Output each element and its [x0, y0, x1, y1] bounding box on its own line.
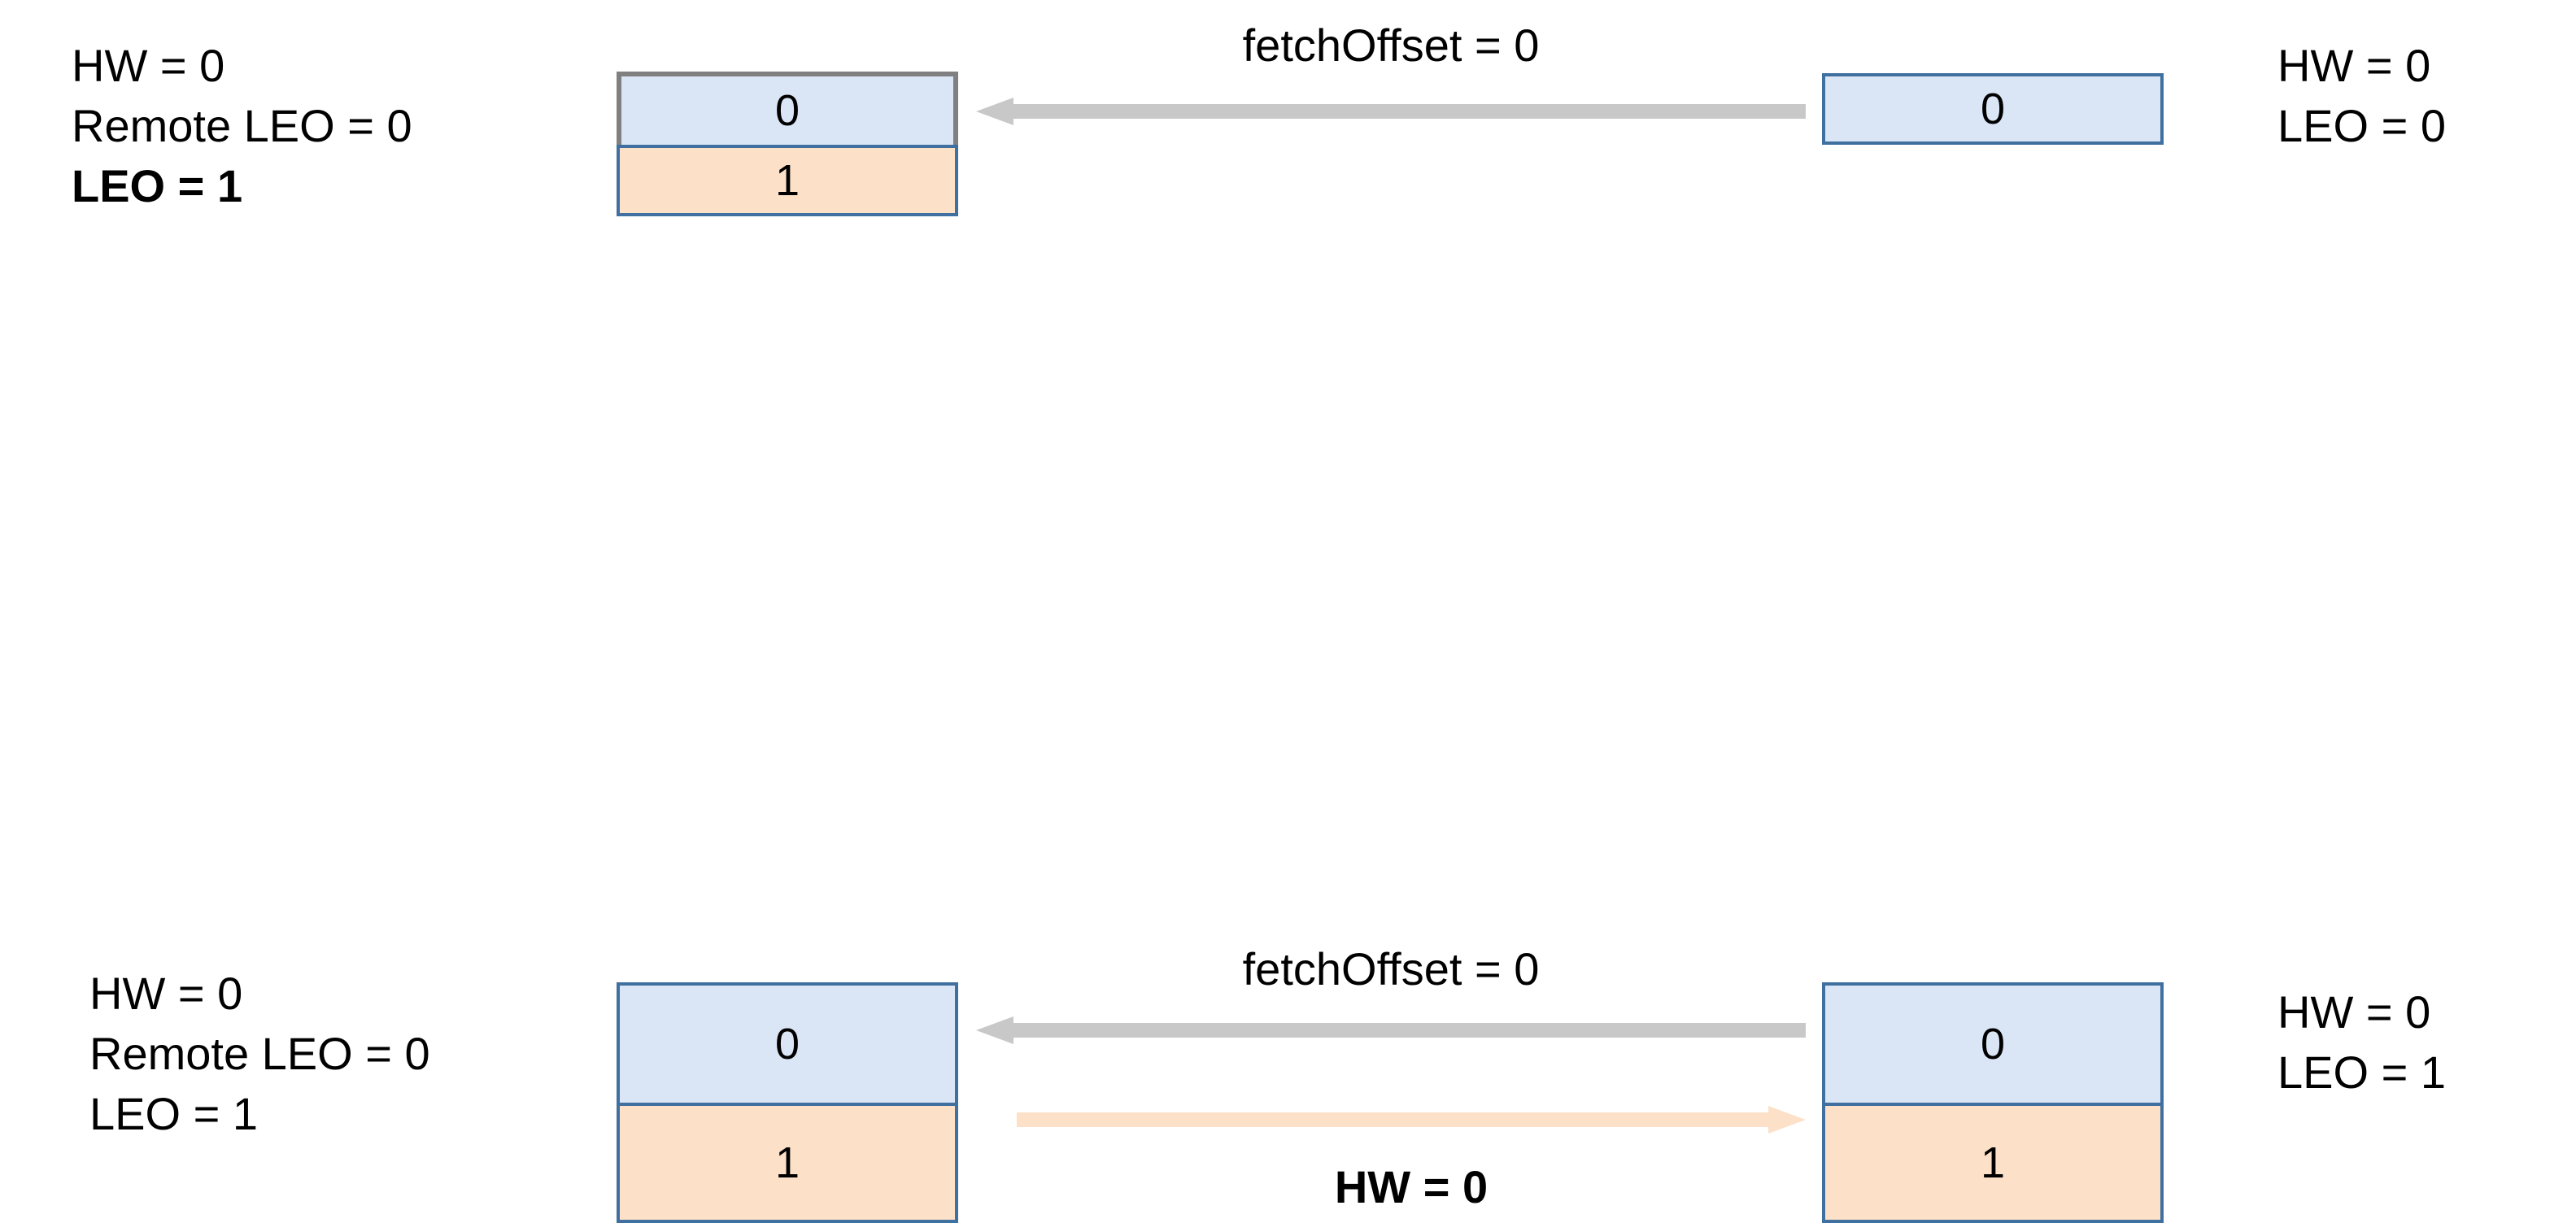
arrow-head-icon [1768, 1106, 1806, 1134]
arrow-shaft [1017, 1112, 1770, 1127]
label-leo: LEO = 1 [89, 1088, 259, 1139]
arrow-shaft [1012, 1023, 1806, 1038]
fetch-request-arrow-top [976, 98, 1806, 125]
arrow-head-icon [976, 1016, 1013, 1044]
label-hw: HW = 0 [2277, 986, 2431, 1038]
follower-state-labels-top: HW = 0 LEO = 0 [2277, 36, 2446, 156]
leader-state-labels-top: HW = 0 Remote LEO = 0 LEO = 1 [72, 36, 412, 216]
diagram-row-bottom: HW = 0 Remote LEO = 0 LEO = 1 0 1 fetchO… [0, 455, 2576, 1223]
log-cell-offset-0: 0 [617, 72, 958, 145]
log-cell-offset-0: 0 [1822, 73, 2164, 145]
leader-log-box-bottom: 0 1 [617, 982, 958, 1223]
log-cell-offset-1: 1 [617, 1103, 958, 1223]
fetch-response-arrow-bottom [1017, 1106, 1806, 1134]
log-cell-offset-0: 0 [617, 982, 958, 1103]
label-leo: LEO = 0 [2277, 100, 2447, 151]
follower-state-labels-bottom: HW = 0 LEO = 1 [2277, 982, 2446, 1103]
label-remote-leo: Remote LEO = 0 [72, 100, 412, 151]
fetch-offset-label-top: fetchOffset = 0 [1242, 20, 1540, 71]
fetch-request-arrow-bottom [976, 1016, 1806, 1044]
diagram-row-top: HW = 0 Remote LEO = 0 LEO = 1 0 1 fetchO… [0, 0, 2576, 407]
leader-log-box-top: 0 1 [617, 72, 958, 216]
follower-log-box-top: 0 [1822, 73, 2164, 145]
arrow-head-icon [976, 98, 1013, 125]
label-hw: HW = 0 [89, 968, 243, 1019]
fetch-offset-label-bottom: fetchOffset = 0 [1242, 943, 1540, 995]
label-hw: HW = 0 [72, 40, 225, 91]
label-remote-leo: Remote LEO = 0 [89, 1028, 430, 1079]
log-cell-offset-1: 1 [1822, 1103, 2164, 1223]
label-hw: HW = 0 [2277, 40, 2431, 91]
log-cell-offset-0: 0 [1822, 982, 2164, 1103]
follower-log-box-bottom: 0 1 [1822, 982, 2164, 1223]
arrow-shaft [1012, 104, 1806, 119]
label-leo: LEO = 1 [2277, 1047, 2447, 1098]
hw-response-label-bottom: HW = 0 [1334, 1161, 1489, 1212]
label-leo: LEO = 1 [72, 160, 243, 211]
log-cell-offset-1: 1 [617, 145, 958, 216]
leader-state-labels-bottom: HW = 0 Remote LEO = 0 LEO = 1 [89, 964, 430, 1144]
